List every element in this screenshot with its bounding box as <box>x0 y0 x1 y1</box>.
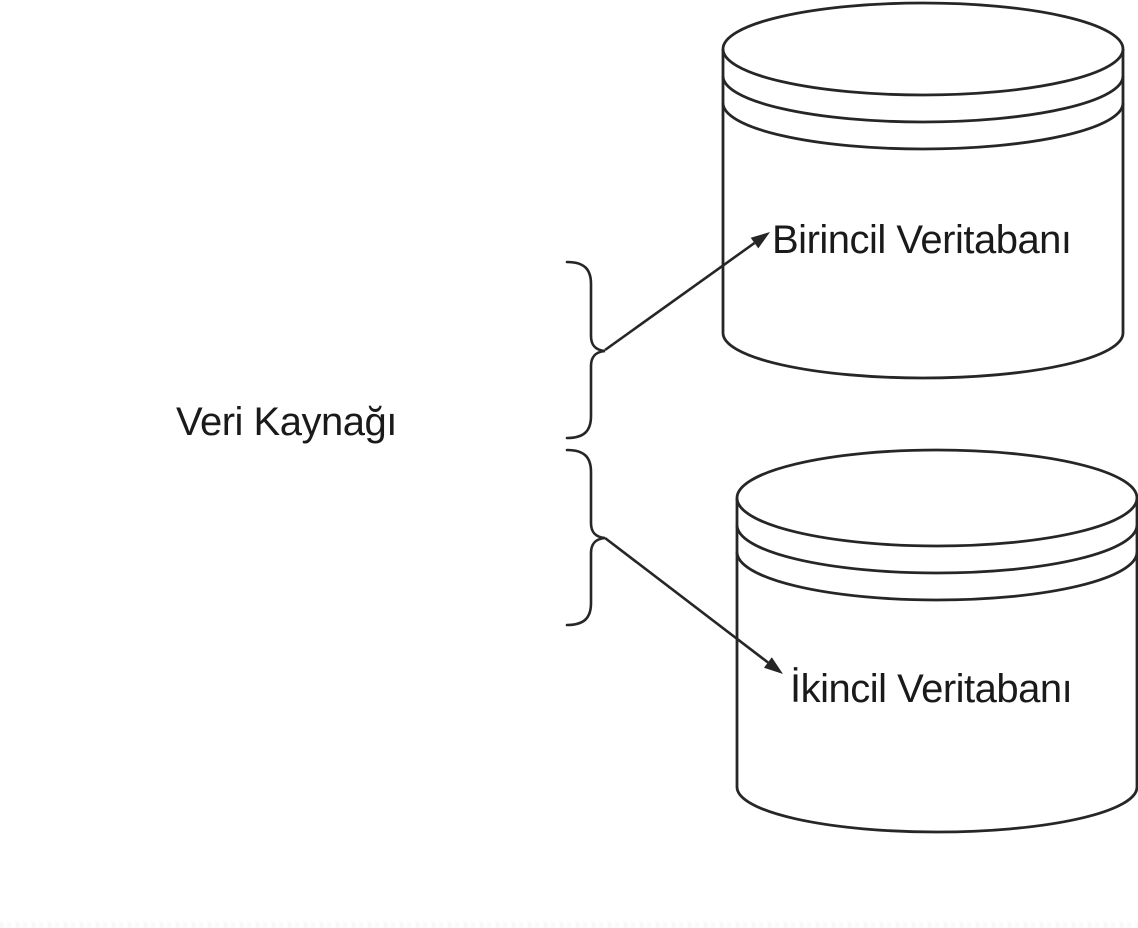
secondary-database-label: İkincil Veritabanı <box>790 666 1072 711</box>
secondary-cylinder-body <box>735 498 1138 834</box>
primary-cylinder-top-ellipse <box>721 1 1125 97</box>
primary-cylinder-disk-line-1 <box>721 75 1125 124</box>
data-source-label: Veri Kaynağı <box>176 400 397 444</box>
cropped-text-artifact <box>0 922 1138 928</box>
primary-cylinder-disk-line-2 <box>721 102 1125 151</box>
secondary-cylinder-disk-line-1 <box>735 524 1138 575</box>
primary-database-label: Birincil Veritabanı <box>772 218 1072 262</box>
primary-cylinder-body <box>721 49 1125 380</box>
brace-secondary <box>565 448 606 627</box>
brace-primary <box>565 260 606 440</box>
secondary-database-cylinder <box>735 448 1138 834</box>
arrow-to-secondary-line <box>604 536 769 664</box>
secondary-cylinder-top-ellipse <box>735 448 1138 548</box>
arrow-to-primary <box>604 232 770 352</box>
secondary-cylinder-disk-line-2 <box>735 551 1138 602</box>
arrow-to-secondary <box>604 536 783 674</box>
primary-database-cylinder <box>721 1 1125 380</box>
arrow-to-primary-line <box>604 241 756 352</box>
arrow-to-secondary-head <box>764 657 783 674</box>
arrow-to-primary-head <box>750 232 770 249</box>
